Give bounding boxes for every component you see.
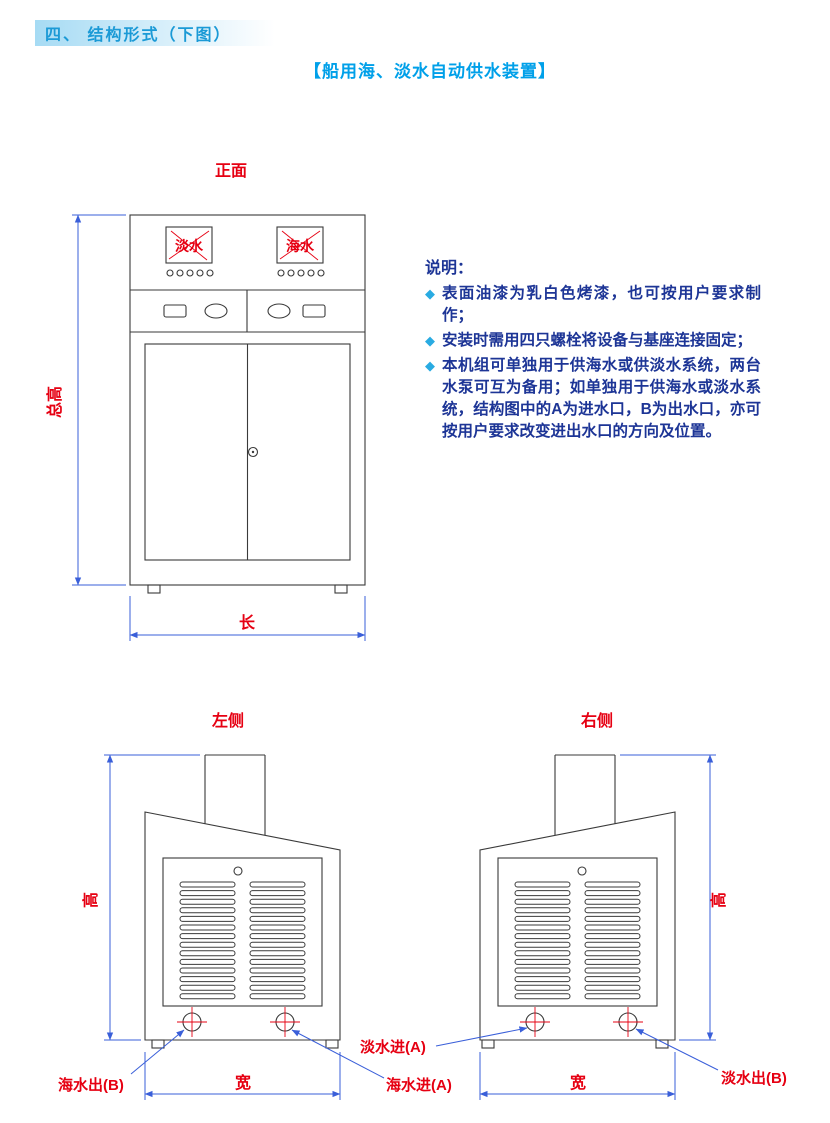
vent-door-frame xyxy=(497,857,658,1007)
indicator-light xyxy=(277,269,285,277)
indicator-light xyxy=(307,269,315,277)
cabinet-doors xyxy=(144,343,351,561)
right-view-title: 右侧 xyxy=(581,711,613,730)
port-fresh-out xyxy=(613,1007,643,1037)
foot xyxy=(147,584,161,594)
left-height-label: 高 xyxy=(81,892,100,908)
left-width-dimension: 宽 xyxy=(144,1052,341,1100)
note-item: ◆ 本机组可单独用于供海水或供淡水系统，两台水泵可互为备用；如单独用于供海水或淡… xyxy=(425,355,761,443)
port-callouts: 海水出(B) 海水进(A) 淡水进(A) 淡水出(B) xyxy=(58,1026,787,1094)
leader-line xyxy=(635,1028,719,1071)
louver-panel xyxy=(584,881,641,1000)
indicator-light xyxy=(176,269,184,277)
display-sea-label: 海水 xyxy=(286,238,315,254)
vent-door-knob xyxy=(577,866,587,876)
foot xyxy=(334,584,348,594)
section-title: 四、 结构形式（下图） xyxy=(45,27,232,44)
label-fresh-out: 淡水出(B) xyxy=(721,1069,787,1087)
body-outline xyxy=(144,811,341,1041)
front-length-dimension: 长 xyxy=(129,596,366,641)
left-height-dimension: 高 xyxy=(81,754,200,1041)
leader-line xyxy=(291,1029,385,1079)
display-fresh-water: 淡水 xyxy=(165,226,214,277)
display-frame xyxy=(276,226,324,264)
note-item: ◆ 安装时需用四只螺栓将设备与基座连接固定； xyxy=(425,330,761,352)
vent-door-frame xyxy=(162,857,323,1007)
indicator-light xyxy=(206,269,214,277)
label-sea-out: 海水出(B) xyxy=(58,1076,124,1094)
diamond-bullet-icon: ◆ xyxy=(425,286,435,301)
notes-heading: 说明： xyxy=(425,260,474,277)
cabinet-outline xyxy=(129,214,366,586)
door-handle xyxy=(247,446,259,458)
foot xyxy=(151,1039,165,1049)
left-width-label: 宽 xyxy=(235,1073,251,1092)
label-sea-in: 海水进(A) xyxy=(386,1076,452,1094)
foot xyxy=(481,1039,495,1049)
doc-title: 【船用海、淡水自动供水装置】 xyxy=(304,62,556,81)
foot xyxy=(655,1039,669,1049)
indicator-light xyxy=(196,269,204,277)
body-outline xyxy=(479,811,676,1041)
switch-knob xyxy=(204,303,228,319)
indicator-light xyxy=(317,269,325,277)
louver-panel xyxy=(514,881,571,1000)
right-side-view: 右侧 xyxy=(479,711,728,1100)
display-glyph-stroke xyxy=(281,230,319,261)
indicator-light xyxy=(186,269,194,277)
front-length-label: 长 xyxy=(239,613,256,632)
front-height-label: 总高 xyxy=(45,386,64,418)
leader-line xyxy=(130,1029,185,1075)
front-height-dimension: 总高 xyxy=(45,214,126,586)
diamond-bullet-icon: ◆ xyxy=(425,358,435,373)
right-height-label: 高 xyxy=(709,892,728,908)
diamond-bullet-icon: ◆ xyxy=(425,333,435,348)
display-glyph-stroke xyxy=(170,230,208,261)
note-text: 本机组可单独用于供海水或供淡水系统，两台水泵可互为备用；如单独用于供海水或淡水系… xyxy=(442,357,761,440)
left-side-view: 左侧 xyxy=(81,711,341,1100)
front-view: 正面 淡水 海水 xyxy=(45,162,366,641)
front-view-title: 正面 xyxy=(215,162,247,180)
port-sea-in xyxy=(270,1007,300,1037)
door-handle-dot xyxy=(251,450,255,454)
louver-panel xyxy=(179,881,236,1000)
note-text: 表面油漆为乳白色烤漆，也可按用户要求制作； xyxy=(442,285,761,324)
right-width-label: 宽 xyxy=(570,1073,586,1092)
display-fresh-label: 淡水 xyxy=(175,238,204,254)
port-fresh-in xyxy=(520,1007,550,1037)
right-height-dimension: 高 xyxy=(620,754,728,1041)
leader-line xyxy=(435,1026,528,1047)
foot xyxy=(325,1039,339,1049)
left-view-title: 左侧 xyxy=(211,711,244,730)
switch-button xyxy=(302,304,326,318)
display-sea-water: 海水 xyxy=(276,226,325,277)
label-fresh-in: 淡水进(A) xyxy=(360,1038,426,1056)
switch-knob xyxy=(267,303,291,319)
display-frame xyxy=(165,226,213,264)
louver-panel xyxy=(249,881,306,1000)
switch-button xyxy=(163,304,187,318)
note-text: 安装时需用四只螺栓将设备与基座连接固定； xyxy=(442,332,753,349)
indicator-light xyxy=(287,269,295,277)
port-sea-out xyxy=(177,1007,207,1037)
vent-door-knob xyxy=(233,866,243,876)
section-header-bar: 四、 结构形式（下图） xyxy=(35,20,275,46)
right-width-dimension: 宽 xyxy=(479,1052,676,1100)
indicator-light xyxy=(297,269,305,277)
switch-row xyxy=(163,303,326,319)
note-item: ◆ 表面油漆为乳白色烤漆，也可按用户要求制作； xyxy=(425,283,761,327)
indicator-light xyxy=(166,269,174,277)
notes-block: 说明： ◆ 表面油漆为乳白色烤漆，也可按用户要求制作； ◆ 安装时需用四只螺栓将… xyxy=(425,254,761,446)
